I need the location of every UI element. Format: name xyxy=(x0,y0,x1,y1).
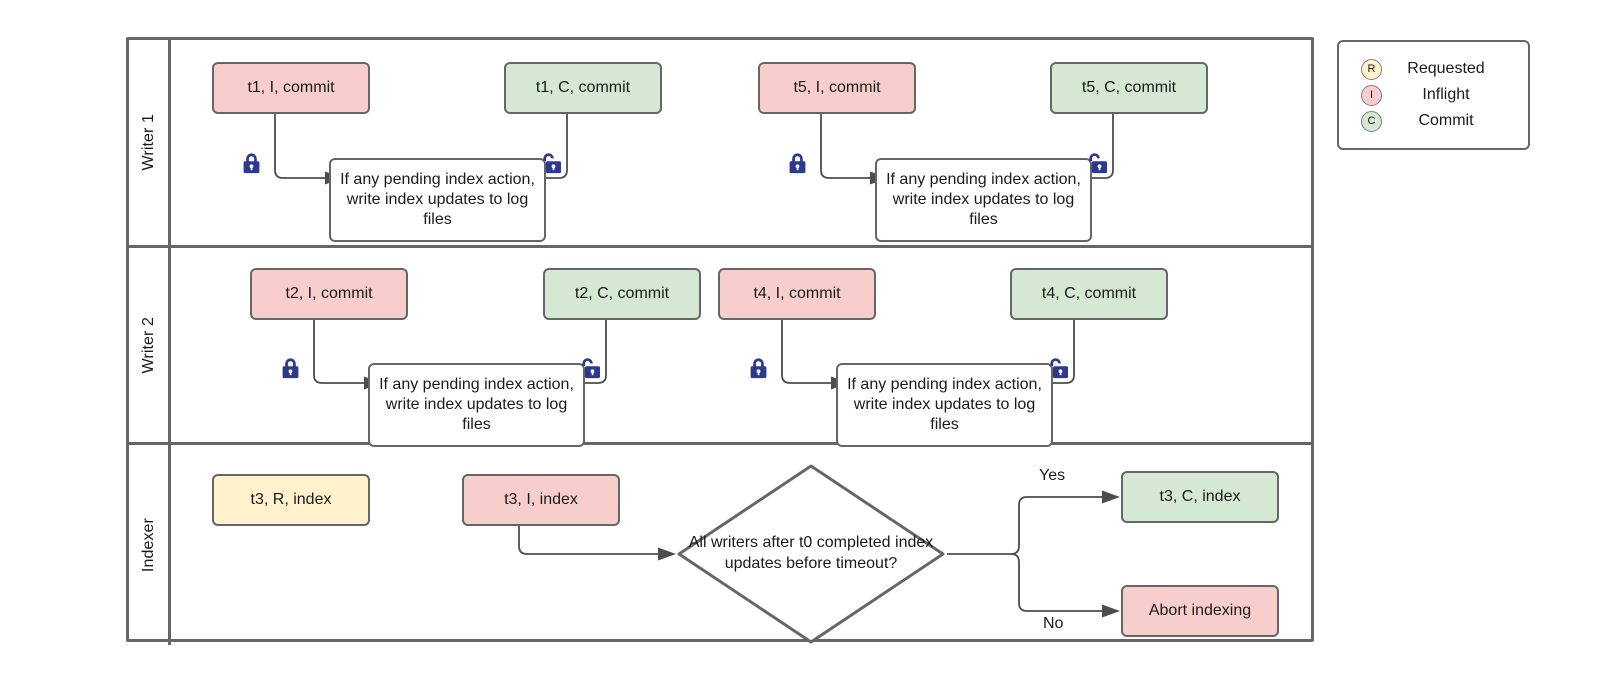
edge-label-no: No xyxy=(1043,615,1064,632)
lane-body-writer-2: t2, I, commit t2, C, commit If any pendi… xyxy=(171,248,1311,447)
lock-closed-icon xyxy=(748,357,769,379)
lane-header-writer-2: Writer 2 xyxy=(129,248,171,442)
node-t3-inflight-index[interactable]: t3, I, index xyxy=(462,474,620,526)
lane-label-writer-2: Writer 2 xyxy=(139,316,157,374)
legend-item-requested: R Requested xyxy=(1339,56,1528,82)
lane-header-indexer: Indexer xyxy=(129,445,171,645)
lane-body-writer-1: t1, I, commit t1, C, commit If any pendi… xyxy=(171,40,1311,245)
node-t5-inflight-commit[interactable]: t5, I, commit xyxy=(758,62,916,114)
node-t1-inflight-commit[interactable]: t1, I, commit xyxy=(212,62,370,114)
lane-header-writer-1: Writer 1 xyxy=(129,40,171,245)
legend-badge-inflight-icon: I xyxy=(1361,84,1382,106)
legend-label-commit: Commit xyxy=(1418,112,1474,129)
legend: R Requested I Inflight C Commit xyxy=(1337,40,1530,150)
lock-open-icon xyxy=(1087,152,1108,174)
legend-label-inflight: Inflight xyxy=(1422,86,1470,103)
lock-open-icon xyxy=(541,152,562,174)
node-writer2-process-b[interactable]: If any pending index action, write index… xyxy=(836,363,1053,447)
lane-label-writer-1: Writer 1 xyxy=(139,114,157,171)
node-t2-inflight-commit[interactable]: t2, I, commit xyxy=(250,268,408,320)
node-abort-indexing[interactable]: Abort indexing xyxy=(1121,585,1279,637)
lane-indexer: Indexer t3, R, index t3, I, xyxy=(129,445,1311,645)
node-t4-inflight-commit[interactable]: t4, I, commit xyxy=(718,268,876,320)
node-t3-commit-index[interactable]: t3, C, index xyxy=(1121,471,1279,523)
lock-open-icon xyxy=(580,357,601,379)
legend-item-inflight: I Inflight xyxy=(1339,82,1528,108)
lane-writer-2: Writer 2 t2, I, commit t2, C, commit If … xyxy=(129,248,1311,447)
node-t3-requested-index[interactable]: t3, R, index xyxy=(212,474,370,526)
lane-label-indexer: Indexer xyxy=(139,517,157,573)
legend-label-requested: Requested xyxy=(1407,60,1485,77)
node-writer1-process-a[interactable]: If any pending index action, write index… xyxy=(329,158,546,242)
node-t5-commit-commit[interactable]: t5, C, commit xyxy=(1050,62,1208,114)
node-writer1-process-b[interactable]: If any pending index action, write index… xyxy=(875,158,1092,242)
edge-label-yes: Yes xyxy=(1039,467,1066,484)
lock-open-icon xyxy=(1048,357,1069,379)
lock-closed-icon xyxy=(280,357,301,379)
lock-closed-icon xyxy=(787,152,808,174)
lane-body-indexer: t3, R, index t3, I, index All writers af… xyxy=(171,445,1311,645)
swimlane-container: Writer 1 t1, I, commit xyxy=(126,37,1314,645)
lock-closed-icon xyxy=(241,152,262,174)
node-writer2-process-a[interactable]: If any pending index action, write index… xyxy=(368,363,585,447)
node-t1-commit-commit[interactable]: t1, C, commit xyxy=(504,62,662,114)
node-decision-all-writers-completed[interactable]: All writers after t0 completed index upd… xyxy=(675,462,947,646)
node-t4-commit-commit[interactable]: t4, C, commit xyxy=(1010,268,1168,320)
legend-item-commit: C Commit xyxy=(1339,108,1528,134)
legend-badge-commit-icon: C xyxy=(1361,110,1382,132)
lane-writer-1: Writer 1 t1, I, commit xyxy=(129,40,1311,248)
legend-badge-requested-icon: R xyxy=(1361,58,1382,80)
node-t2-commit-commit[interactable]: t2, C, commit xyxy=(543,268,701,320)
